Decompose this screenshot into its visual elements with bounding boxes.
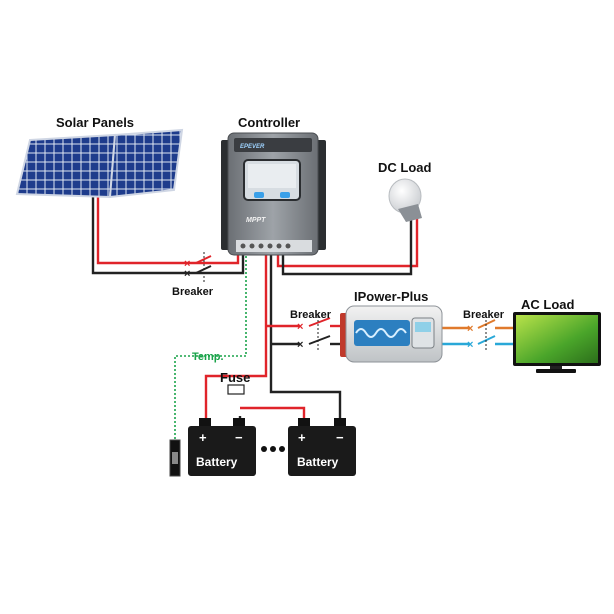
controller-brand: EPEVER [240,144,265,150]
battery-positive-wire [204,252,268,418]
breaker-switch-icon: × × [297,316,331,352]
dc-load-label: DC Load [378,160,432,175]
inverter-icon [340,305,443,363]
solar-panel-left [15,133,117,199]
svg-text:×: × [184,268,190,280]
svg-text:×: × [297,321,303,333]
battery-icon: + − Battery [188,418,256,476]
ac-load-label: AC Load [521,297,575,312]
battery-link-wire [240,406,306,418]
solar-panel-right [108,128,184,199]
fuse-label: Fuse [220,370,250,385]
solar-positive-wire [96,197,240,265]
svg-text:×: × [184,258,190,270]
breaker-left-label: Breaker [172,286,214,298]
charge-controller-icon: EPEVER MPPT [221,132,326,256]
tv-monitor-icon [513,312,601,373]
svg-text:×: × [467,339,473,351]
battery-1-plus: + [199,430,207,445]
battery-icon: + − Battery [288,418,356,476]
battery-chain-dots [261,446,285,452]
solar-negative-wire [91,197,245,275]
svg-text:×: × [297,339,303,351]
light-bulb-icon [388,178,422,222]
dc-load-negative-wire [281,219,413,276]
battery-2-plus: + [298,430,306,445]
temp-label: Temp. [192,351,224,363]
svg-text:×: × [467,323,473,335]
battery-1-label: Battery [196,455,238,469]
breaker-switch-icon: × × [184,252,212,282]
solar-panels-label: Solar Panels [56,115,134,130]
solar-panel-icon [15,128,184,199]
breaker-inverter-label: Breaker [290,309,332,321]
battery-2-minus: − [336,430,344,445]
battery-1-minus: − [235,430,243,445]
breaker-switch-icon: × × [467,316,496,352]
controller-label: Controller [238,115,300,130]
battery-2-label: Battery [297,455,339,469]
inverter-label: IPower-Plus [354,289,428,304]
temperature-sensor-icon [169,439,181,477]
controller-mode: MPPT [246,217,266,224]
breaker-ac-label: Breaker [463,309,505,321]
wiring [91,197,516,440]
dc-load-positive-wire [276,219,419,268]
battery-negative-wire [269,252,342,418]
fuse-icon [227,384,245,395]
temp-sensor-wire [174,252,247,440]
